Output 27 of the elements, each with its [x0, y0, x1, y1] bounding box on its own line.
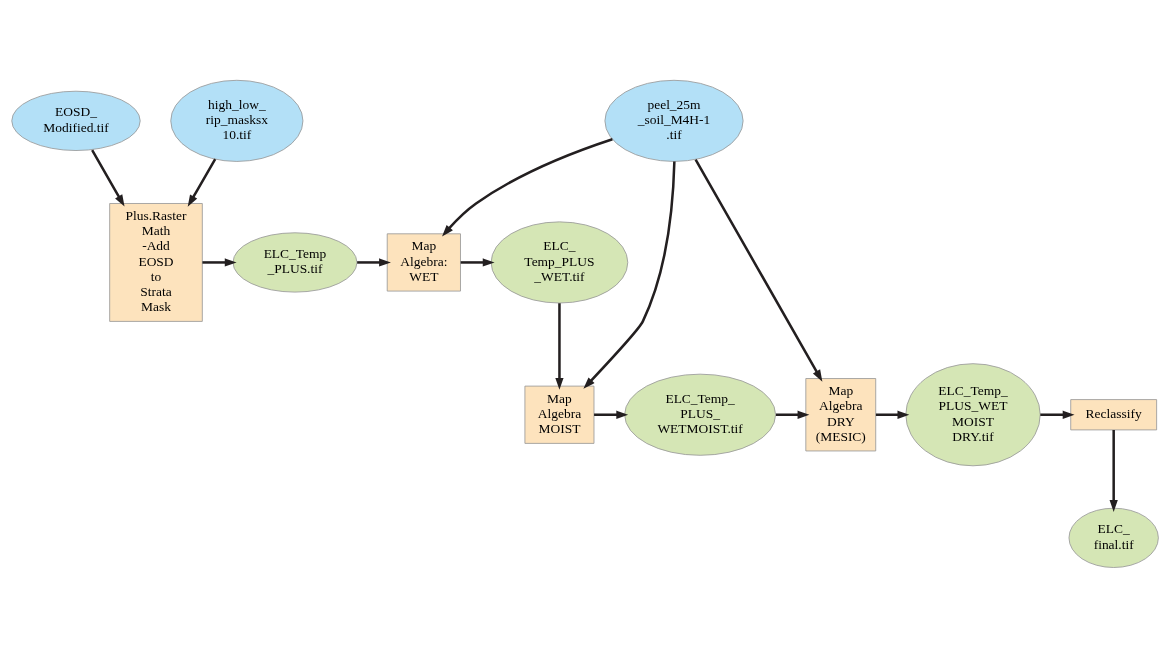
arrow: [583, 161, 676, 389]
node-box: Map Algebra DRY (MESIC): [805, 377, 877, 451]
arrow: [91, 148, 125, 207]
node-ellipse: ELC_Temp_ PLUS_WET MOIST DRY.tif: [905, 362, 1041, 466]
node-box: Map Algebra: WET: [386, 232, 461, 291]
arrow: [357, 257, 391, 267]
arrow: [202, 257, 237, 267]
node-ellipse: ELC_Temp_ PLUS_ WETMOIST.tif: [624, 373, 776, 456]
node-ellipse: ELC_Temp _PLUS.tif: [232, 231, 358, 293]
node-box: Reclassify: [1070, 398, 1158, 430]
node-ellipse: peel_25m _soil_M4H-1 .tif: [604, 79, 744, 162]
arrow: [1109, 429, 1118, 512]
arrow: [1040, 410, 1075, 419]
arrow: [460, 257, 495, 267]
arrow: [442, 137, 613, 237]
arrow: [694, 158, 823, 382]
node-ellipse: ELC_ final.tif: [1068, 507, 1159, 568]
arrow: [555, 302, 564, 390]
node-box: Plus.Raster Math -Add EOSD to Strata Mask: [109, 202, 203, 322]
node-box: Map Algebra MOIST: [524, 385, 595, 444]
node-ellipse: ELC_ Temp_PLUS _WET.tif: [490, 220, 629, 303]
arrow: [875, 410, 910, 419]
node-ellipse: EOSD_ Modified.tif: [11, 90, 141, 151]
node-ellipse: high_low_ rip_masksx 10.tif: [170, 79, 304, 162]
arrow: [187, 158, 217, 207]
arrow: [775, 410, 810, 419]
arrow: [594, 410, 629, 419]
